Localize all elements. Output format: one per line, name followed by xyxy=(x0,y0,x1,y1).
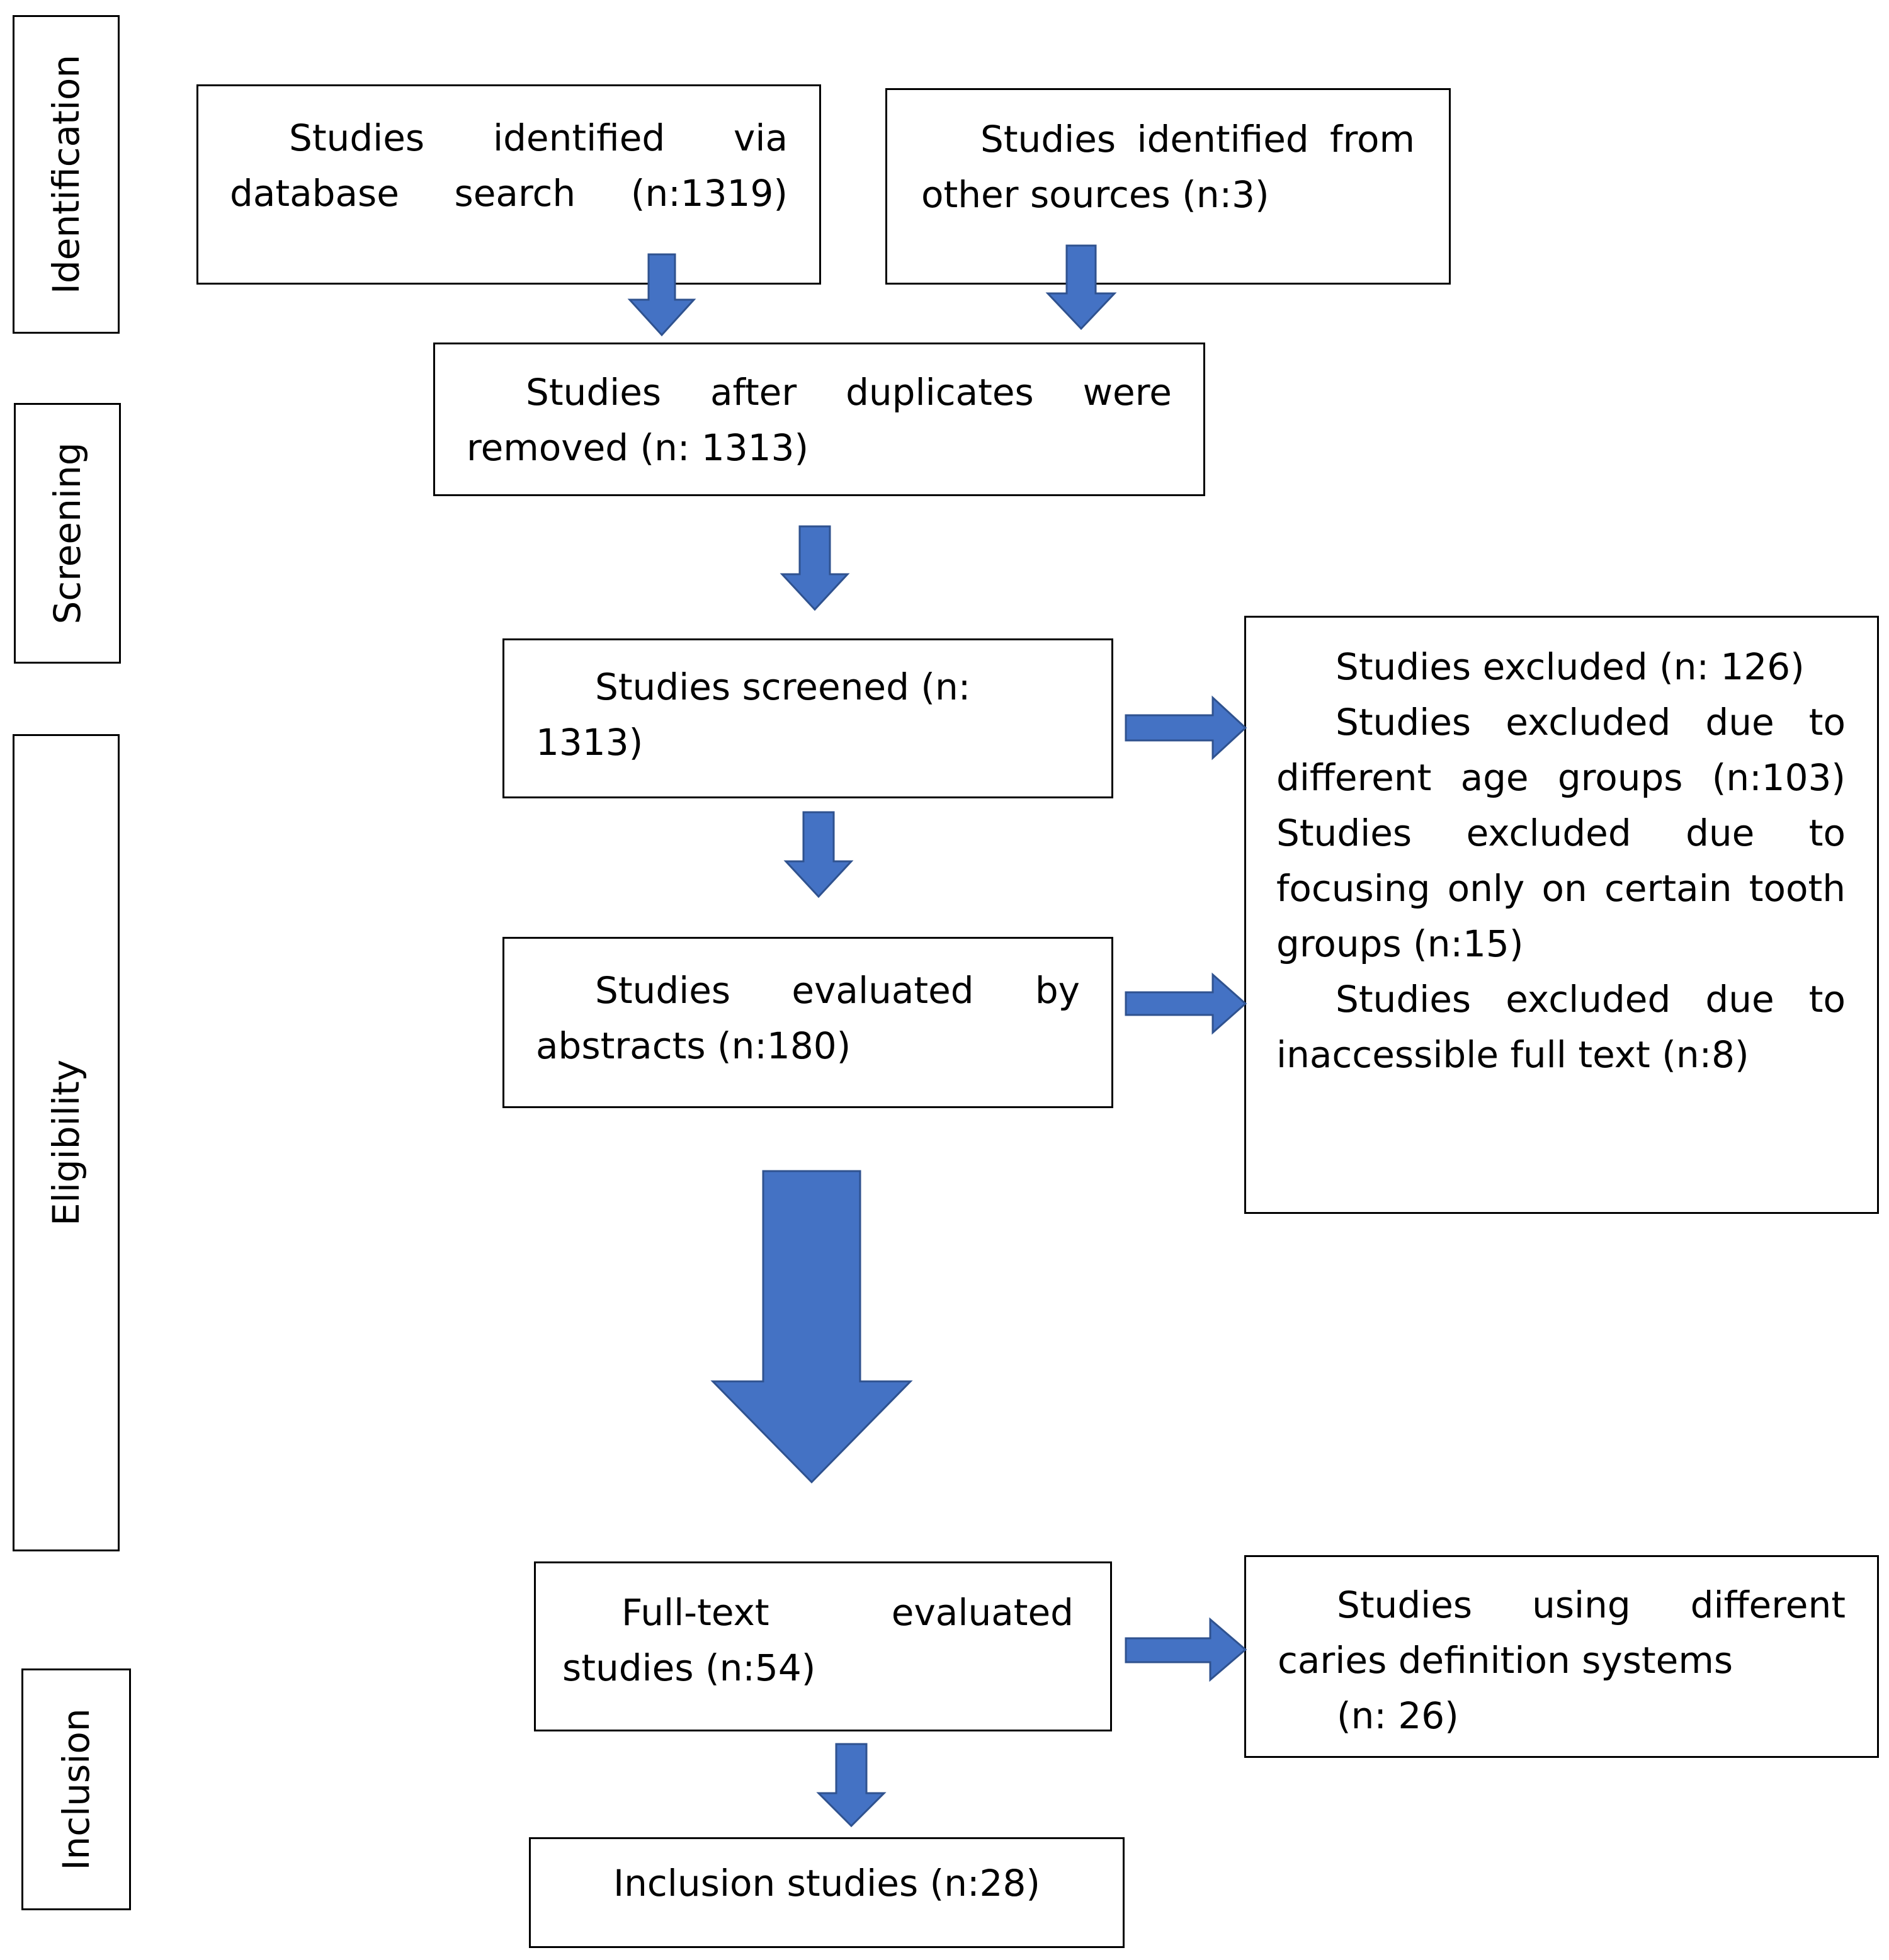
arrow-fulltext-to-inclusion xyxy=(816,1743,887,1828)
excluded-line-8: inaccessible full text (n:8) xyxy=(1276,1033,1749,1076)
excluded-box: Studies excluded (n: 126) Studies exclud… xyxy=(1244,616,1879,1214)
different-caries-line-3: (n: 26) xyxy=(1337,1694,1459,1737)
arrow-abstracts-to-excluded xyxy=(1125,972,1247,1035)
database-search-line-2: database search (n:1319) xyxy=(230,172,788,215)
screened-box: Studies screened (n: 1313) xyxy=(502,638,1113,798)
excluded-line-3: different age groups (n:103) xyxy=(1276,756,1846,799)
excluded-line-4: Studies excluded due to xyxy=(1276,812,1846,854)
inclusion-box: Inclusion studies (n:28) xyxy=(529,1837,1125,1948)
abstracts-box: Studies evaluated by abstracts (n:180) xyxy=(502,937,1113,1108)
database-search-line-1: Studies identified via xyxy=(289,116,788,159)
abstracts-line-1: Studies evaluated by xyxy=(595,969,1080,1012)
arrow-duplicates-to-screened xyxy=(780,525,850,611)
excluded-line-6: groups (n:15) xyxy=(1276,922,1524,965)
arrow-fulltext-to-different-caries xyxy=(1125,1617,1247,1682)
arrow-other-to-duplicates xyxy=(1045,244,1117,331)
excluded-line-2: Studies excluded due to xyxy=(1336,701,1846,744)
inclusion-line-1: Inclusion studies (n:28) xyxy=(613,1862,1040,1905)
abstracts-line-2: abstracts (n:180) xyxy=(536,1024,851,1067)
phase-identification: Identification xyxy=(13,15,120,334)
database-search-box: Studies identified via database search (… xyxy=(196,84,821,285)
arrow-screened-to-excluded xyxy=(1125,695,1247,761)
duplicates-removed-box: Studies after duplicates were removed (n… xyxy=(433,343,1205,496)
screened-line-1: Studies screened (n: 1313) xyxy=(536,666,971,764)
excluded-line-7: Studies excluded due to xyxy=(1336,978,1846,1021)
arrow-database-to-duplicates xyxy=(627,253,696,337)
duplicates-removed-line-2: removed (n: 1313) xyxy=(467,426,809,469)
excluded-line-1: Studies excluded (n: 126) xyxy=(1336,645,1805,688)
excluded-line-5: focusing only on certain tooth xyxy=(1276,867,1846,910)
phase-screening: Screening xyxy=(14,403,121,664)
other-sources-line-2: other sources (n:3) xyxy=(921,173,1269,216)
phase-inclusion: Inclusion xyxy=(21,1668,131,1910)
other-sources-box: Studies identified from other sources (n… xyxy=(885,88,1451,285)
arrow-screened-to-abstracts xyxy=(783,811,854,898)
duplicates-removed-line-1: Studies after duplicates were xyxy=(526,371,1172,414)
full-text-line-1: Full-text evaluated xyxy=(621,1591,1074,1634)
full-text-line-2: studies (n:54) xyxy=(562,1646,816,1689)
big-arrow-abstracts-to-fulltext xyxy=(710,1170,913,1484)
phase-eligibility: Eligibility xyxy=(13,734,120,1551)
different-caries-box: Studies using different caries definitio… xyxy=(1244,1555,1879,1758)
different-caries-line-2: caries definition systems xyxy=(1278,1639,1733,1682)
other-sources-line-1: Studies identified from xyxy=(980,118,1415,161)
different-caries-line-1: Studies using different xyxy=(1337,1583,1846,1626)
full-text-box: Full-text evaluated studies (n:54) xyxy=(534,1561,1112,1731)
